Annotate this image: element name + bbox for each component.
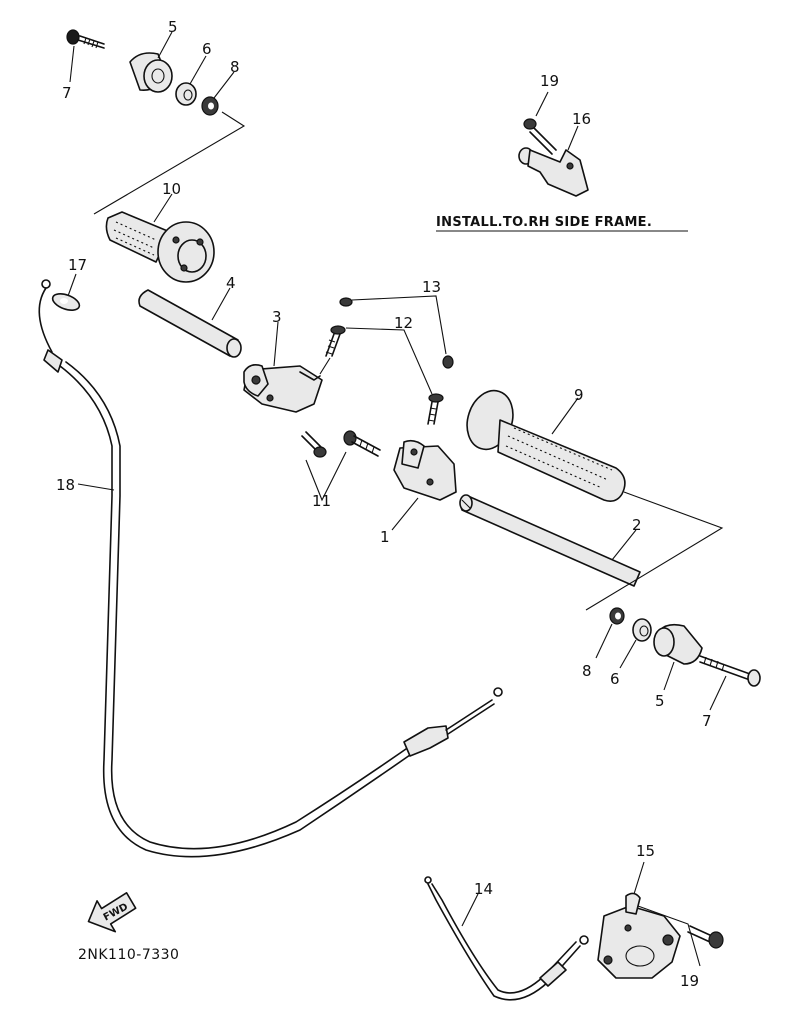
callout-3: 3 — [272, 308, 282, 326]
leader-19-top — [535, 91, 549, 117]
bracket-11 — [305, 451, 347, 502]
callout-19-bottom: 19 — [680, 972, 699, 990]
bracket-19-bottom — [637, 905, 701, 967]
callout-2: 2 — [632, 516, 642, 534]
leader-14 — [461, 893, 479, 927]
callout-14: 14 — [474, 880, 493, 898]
callout-12: 12 — [394, 314, 413, 332]
bracket-13 — [351, 295, 447, 355]
group-bracket-top — [93, 111, 246, 215]
screw-19-bottom — [687, 925, 724, 949]
screw-12-left — [325, 325, 346, 357]
end-weight-5-bottom — [653, 623, 703, 665]
screw-11-mid — [343, 430, 381, 457]
callout-8-top: 8 — [230, 58, 240, 76]
screw-13-right — [442, 355, 454, 369]
callout-19-top: 19 — [540, 72, 559, 90]
bracket-12 — [345, 327, 433, 395]
bracket-16 — [518, 118, 589, 197]
throttle-cable-18 — [38, 279, 503, 858]
nut-8-bottom — [609, 607, 625, 625]
leader-7-bottom — [709, 675, 727, 711]
callout-5-bottom: 5 — [655, 692, 665, 710]
leader-8-top — [213, 71, 235, 99]
leader-1 — [391, 497, 419, 531]
screw-12-right — [427, 393, 444, 425]
callout-11: 11 — [312, 492, 331, 510]
grip-9 — [466, 389, 626, 502]
group-bracket-right — [585, 491, 724, 611]
leader-2 — [611, 529, 637, 561]
leader-8-bottom — [595, 623, 613, 659]
leader-10 — [153, 193, 173, 223]
cable-14 — [424, 876, 589, 1001]
clip-17 — [51, 293, 81, 311]
leader-4 — [211, 287, 231, 321]
leader-6-bottom — [619, 639, 637, 669]
leader-6-top — [189, 55, 207, 85]
callout-10: 10 — [162, 180, 181, 198]
bolt-7-bottom — [699, 655, 761, 687]
callout-4: 4 — [226, 274, 236, 292]
screw-13-upper — [339, 297, 353, 307]
leader-15 — [633, 861, 645, 895]
handlebar-tube-2 — [459, 494, 641, 587]
leader-7-top — [69, 45, 75, 83]
nut-8-top — [201, 96, 219, 116]
front-direction-arrow: FWD — [87, 891, 137, 933]
throttle-housing-3 — [243, 364, 323, 413]
callout-16: 16 — [572, 110, 591, 128]
leader-18 — [77, 483, 115, 491]
leader-9 — [551, 397, 579, 435]
bolt-7-top — [66, 29, 105, 49]
callout-18: 18 — [56, 476, 75, 494]
callout-13: 13 — [422, 278, 441, 296]
callout-6-top: 6 — [202, 40, 212, 58]
part-code: 2NK110-7330 — [78, 947, 179, 963]
callout-6-bottom: 6 — [610, 670, 620, 688]
screw-11-left — [301, 431, 327, 458]
callout-7-top: 7 — [62, 84, 72, 102]
callout-8-bottom: 8 — [582, 662, 592, 680]
lever-unit-15 — [597, 892, 681, 979]
leader-5-bottom — [663, 661, 675, 691]
leader-12-lower — [319, 357, 331, 375]
callout-17: 17 — [68, 256, 87, 274]
leader-17 — [67, 273, 77, 297]
leader-3 — [273, 321, 279, 367]
handlebar-tube-4 — [138, 289, 242, 358]
callout-9: 9 — [574, 386, 584, 404]
install-note: INSTALL.TO.RH SIDE FRAME. — [436, 215, 652, 230]
callout-5-top: 5 — [168, 18, 178, 36]
leader-5-top — [157, 31, 173, 59]
callout-7-bottom: 7 — [702, 712, 712, 730]
callout-1: 1 — [380, 528, 390, 546]
washer-6-bottom — [632, 618, 652, 642]
leader-16 — [567, 125, 579, 151]
washer-6-top — [175, 82, 197, 106]
callout-15: 15 — [636, 842, 655, 860]
throttle-grip-10 — [105, 211, 215, 283]
end-weight-5-top — [129, 52, 173, 93]
grip-holder-1 — [393, 439, 457, 501]
